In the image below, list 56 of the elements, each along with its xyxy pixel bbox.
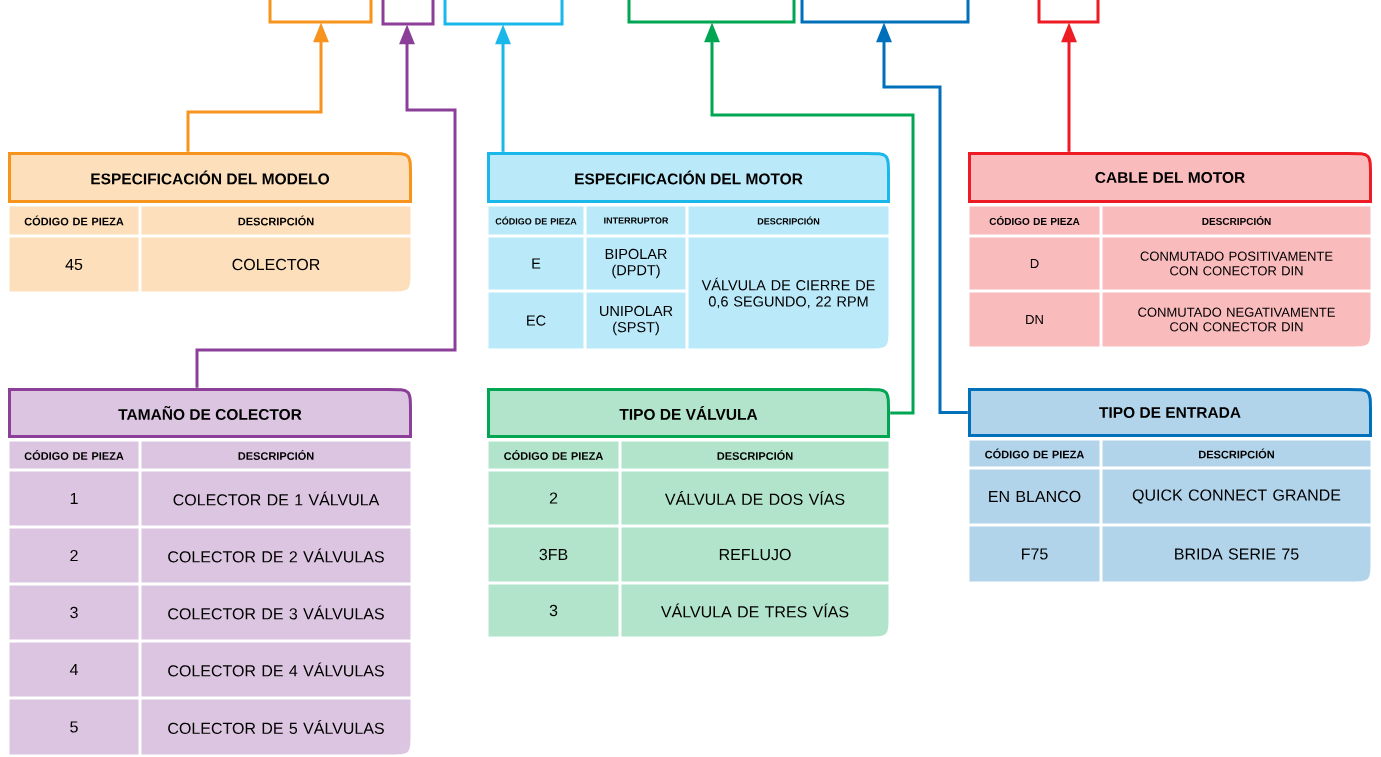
header-cell: CÓDIGO DE PIEZA <box>9 441 139 469</box>
table-cell: COLECTOR DE 4 VÁLVULAS <box>141 642 411 697</box>
header-cell: CÓDIGO DE PIEZA <box>969 206 1100 235</box>
table-cell: BIPOLAR (DPDT) <box>586 237 686 290</box>
header-cell: DESCRIPCIÓN <box>621 441 889 469</box>
table-cell: EC <box>488 292 584 349</box>
table-cell: 3 <box>488 584 619 637</box>
bracket <box>800 0 970 24</box>
table-title: ESPECIFICACIÓN DEL MODELO <box>8 152 412 203</box>
table-cell: COLECTOR DE 1 VÁLVULA <box>141 471 411 526</box>
table-cell: CONMUTADO NEGATIVAMENTE CON CONECTOR DIN <box>1102 292 1371 347</box>
table-cell: 3FB <box>488 527 619 582</box>
table-cell: QUICK CONNECT GRANDE <box>1102 469 1371 524</box>
table-cell: 2 <box>9 528 139 583</box>
bracket <box>381 0 435 26</box>
table-cell: VÁLVULA DE CIERRE DE 0,6 SEGUNDO, 22 RPM <box>688 237 889 349</box>
table-cell: VÁLVULA DE TRES VÍAS <box>621 584 889 637</box>
table-title: TAMAÑO DE COLECTOR <box>8 388 412 438</box>
table-cell: COLECTOR DE 5 VÁLVULAS <box>141 699 411 755</box>
table-cell: CONMUTADO POSITIVAMENTE CON CONECTOR DIN <box>1102 237 1371 290</box>
table-title: TIPO DE VÁLVULA <box>487 388 890 438</box>
table-cell: DN <box>969 292 1100 347</box>
table-cell: EN BLANCO <box>969 469 1100 524</box>
bracket <box>1037 0 1100 24</box>
header-cell: DESCRIPCIÓN <box>1102 440 1371 467</box>
table-cell: COLECTOR DE 3 VÁLVULAS <box>141 585 411 640</box>
table-cell: BRIDA SERIE 75 <box>1102 526 1371 582</box>
table-cell: REFLUJO <box>621 527 889 582</box>
table-cell: F75 <box>969 526 1100 582</box>
table-cell: D <box>969 237 1100 290</box>
header-cell: DESCRIPCIÓN <box>141 441 411 469</box>
table-cell: 3 <box>9 585 139 640</box>
table-cell: 5 <box>9 699 139 755</box>
table-cell: 4 <box>9 642 139 697</box>
table-cell: UNIPOLAR (SPST) <box>586 292 686 349</box>
header-cell: CÓDIGO DE PIEZA <box>969 440 1100 467</box>
header-cell: INTERRUPTOR <box>586 206 686 235</box>
bracket <box>443 0 564 26</box>
table-cell: VÁLVULA DE DOS VÍAS <box>621 471 889 525</box>
table-cell: COLECTOR DE 2 VÁLVULAS <box>141 528 411 583</box>
table-title: CABLE DEL MOTOR <box>968 152 1372 203</box>
table-title: TIPO DE ENTRADA <box>968 388 1372 437</box>
header-cell: CÓDIGO DE PIEZA <box>488 441 619 469</box>
header-cell: CÓDIGO DE PIEZA <box>9 206 139 235</box>
header-cell: CÓDIGO DE PIEZA <box>488 206 584 235</box>
table-cell: 2 <box>488 471 619 525</box>
header-cell: DESCRIPCIÓN <box>141 206 411 235</box>
bracket <box>268 0 373 24</box>
table-title: ESPECIFICACIÓN DEL MOTOR <box>487 152 890 203</box>
table-cell: E <box>488 237 584 290</box>
table-cell: 1 <box>9 471 139 526</box>
header-cell: DESCRIPCIÓN <box>688 206 889 235</box>
header-cell: DESCRIPCIÓN <box>1102 206 1371 235</box>
table-cell: 45 <box>9 237 139 292</box>
table-cell: COLECTOR <box>141 237 411 292</box>
bracket <box>627 0 796 24</box>
